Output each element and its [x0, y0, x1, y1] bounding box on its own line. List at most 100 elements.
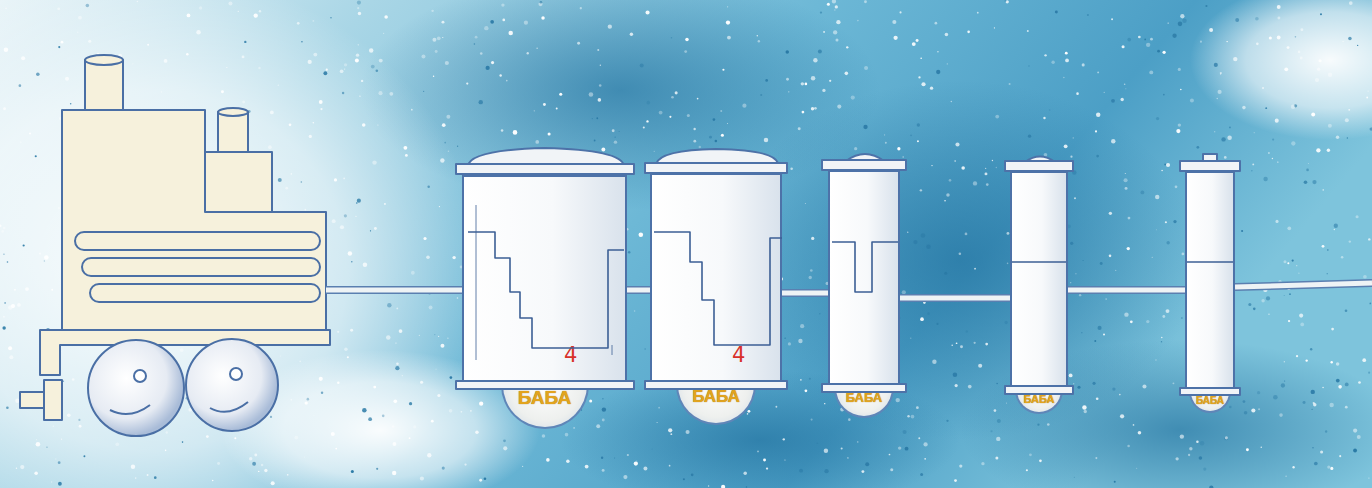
- snow-speck: [1044, 153, 1048, 157]
- buffer-beam: [44, 380, 62, 420]
- coupling-rod: [326, 288, 462, 293]
- snow-speck: [892, 20, 896, 24]
- snow-speck: [1362, 358, 1366, 362]
- snow-speck: [3, 316, 5, 318]
- snow-speck: [965, 233, 968, 236]
- snow-speck: [1028, 65, 1029, 66]
- snow-speck: [1073, 137, 1074, 138]
- snow-speck: [1166, 163, 1170, 167]
- snow-speck: [699, 146, 701, 148]
- snow-speck: [1349, 1, 1353, 5]
- wagon-body: 4БАБА: [650, 173, 782, 385]
- snow-speck: [921, 82, 925, 86]
- snow-speck: [3, 107, 6, 110]
- snow-speck: [1327, 149, 1330, 152]
- snow-speck: [1255, 17, 1259, 21]
- snow-speck: [356, 202, 357, 203]
- snow-speck: [294, 436, 298, 440]
- snow-speck: [1127, 247, 1130, 250]
- snow-speck: [344, 214, 347, 217]
- snow-speck: [409, 402, 412, 405]
- snow-speck: [1138, 36, 1141, 39]
- snow-speck: [534, 110, 535, 111]
- snow-speck: [304, 209, 306, 211]
- snow-speck: [1190, 98, 1194, 102]
- snow-speck: [442, 21, 445, 24]
- snow-speck: [864, 0, 867, 3]
- snow-speck: [503, 439, 506, 442]
- snow-speck: [927, 312, 930, 315]
- snow-speck: [902, 290, 906, 294]
- snow-speck: [1320, 13, 1322, 15]
- snow-speck: [423, 237, 426, 240]
- snow-speck: [1039, 459, 1042, 462]
- snow-speck: [783, 438, 785, 440]
- step-sketch: [468, 232, 624, 348]
- snow-speck: [1128, 217, 1131, 220]
- coupling-rod: [1235, 283, 1372, 287]
- snow-speck: [1341, 256, 1344, 259]
- snow-speck: [427, 453, 431, 457]
- snow-speck: [362, 408, 367, 413]
- snow-speck: [1097, 71, 1099, 73]
- snow-speck: [161, 91, 162, 92]
- snow-speck: [319, 100, 323, 104]
- snow-speck: [1322, 387, 1324, 389]
- snow-speck: [1363, 275, 1367, 279]
- snow-speck: [1252, 163, 1254, 165]
- snow-speck: [254, 454, 257, 457]
- snow-speck: [461, 411, 463, 413]
- snow-speck: [536, 47, 537, 48]
- snow-speck: [402, 375, 403, 376]
- snow-speck: [913, 240, 917, 244]
- snow-speck: [221, 90, 224, 93]
- smokestack: [85, 60, 123, 115]
- snow-speck: [1119, 394, 1121, 396]
- snow-speck: [1082, 63, 1085, 66]
- snow-speck: [291, 173, 292, 174]
- snow-speck: [58, 46, 60, 48]
- car-rim: [822, 384, 906, 392]
- snow-speck: [1146, 43, 1150, 47]
- snow-speck: [1152, 257, 1153, 258]
- car-lid: [846, 154, 884, 161]
- snow-speck: [687, 114, 690, 117]
- snow-speck: [956, 342, 958, 344]
- snow-speck: [524, 21, 528, 25]
- snow-speck: [898, 446, 901, 449]
- snow-speck: [814, 107, 817, 110]
- snow-speck: [1070, 282, 1071, 283]
- snow-speck: [985, 343, 988, 346]
- snow-speck: [1093, 382, 1096, 385]
- snow-speck: [1188, 454, 1190, 456]
- snow-speck: [61, 41, 64, 44]
- snow-speck: [423, 91, 424, 92]
- snow-speck: [697, 98, 699, 100]
- name-plate: БАБА: [1015, 390, 1063, 414]
- snow-speck: [1261, 299, 1264, 302]
- snow-speck: [447, 338, 448, 339]
- snow-speck: [589, 92, 594, 97]
- snow-speck: [1370, 127, 1372, 130]
- snow-speck: [594, 140, 596, 142]
- snow-speck: [1366, 97, 1368, 99]
- wagon-number: 4: [564, 345, 577, 366]
- snow-speck: [805, 83, 808, 86]
- snow-speck: [811, 107, 814, 110]
- snow-speck: [543, 103, 546, 106]
- snow-speck: [299, 360, 301, 362]
- snow-speck: [1095, 457, 1097, 459]
- snow-speck: [832, 0, 836, 4]
- snow-speck: [1229, 127, 1231, 129]
- snow-speck: [573, 427, 574, 428]
- snow-speck: [863, 125, 867, 129]
- snow-speck: [827, 3, 830, 6]
- snow-speck: [766, 467, 768, 469]
- snow-speck: [1142, 385, 1146, 389]
- snow-speck: [907, 232, 908, 233]
- snow-speck: [1241, 230, 1243, 232]
- snow-speck: [864, 66, 868, 70]
- snow-speck: [1287, 46, 1290, 49]
- snow-speck: [1336, 136, 1339, 139]
- snow-speck: [1120, 98, 1123, 101]
